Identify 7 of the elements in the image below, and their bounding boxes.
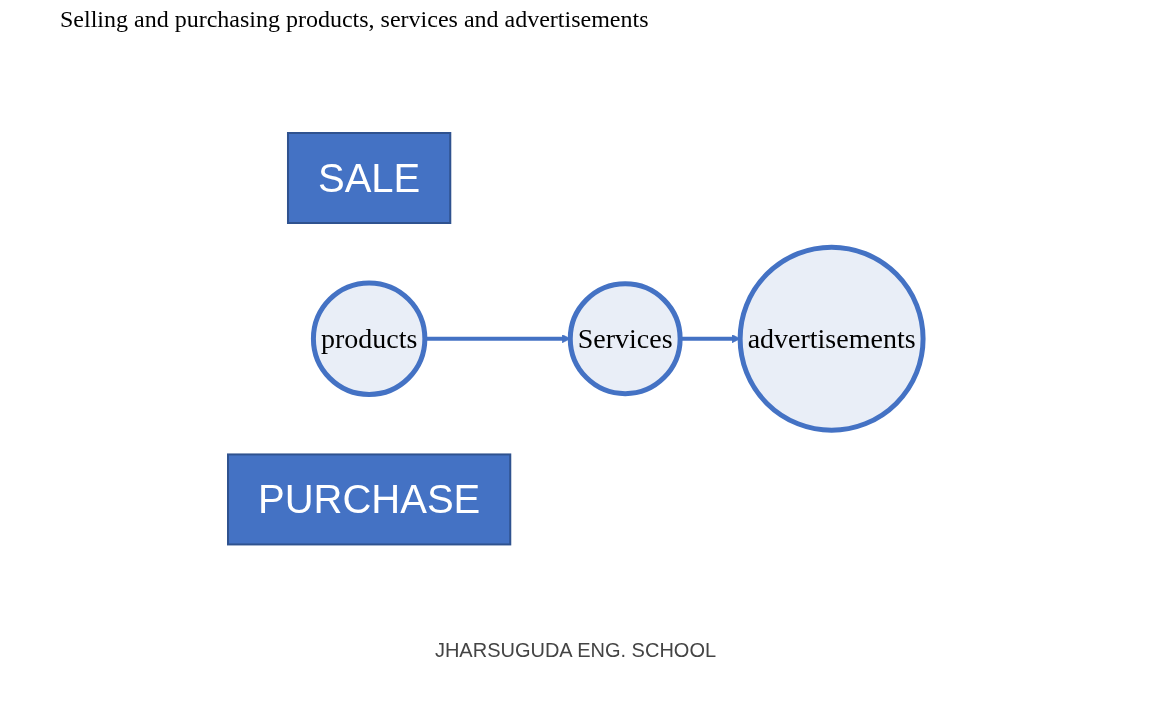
diagram-title: Selling and purchasing products, services and advertisements <box>60 6 650 33</box>
node-circle: products <box>310 280 428 398</box>
node-box: SALE <box>286 132 452 225</box>
node-circle: Services <box>567 281 683 397</box>
footer-note: JHARSUGUDA ENG. SCHOOL <box>433 639 718 662</box>
node-circle: advertisements <box>737 245 926 433</box>
node-box: PURCHASE <box>226 453 512 546</box>
